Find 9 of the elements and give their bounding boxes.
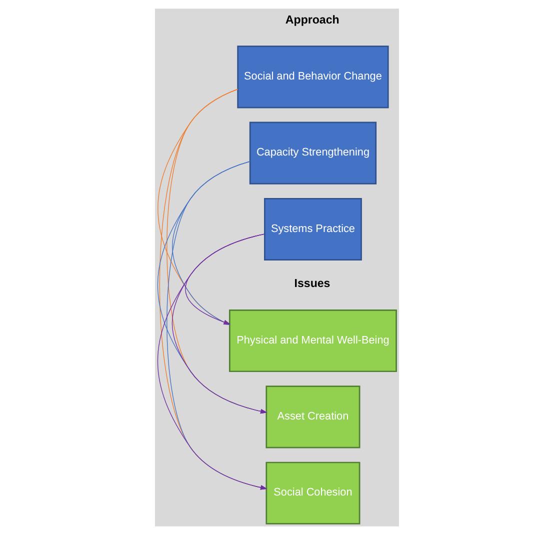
- label: Issues: [294, 278, 330, 290]
- node-box: Social Cohesion: [265, 462, 360, 524]
- node-box: Physical and Mental Well-Being: [228, 310, 396, 372]
- node-box: Social and Behavior Change: [236, 46, 388, 108]
- node-box: Capacity Strengthening: [248, 122, 376, 184]
- node-box: Asset Creation: [265, 386, 360, 448]
- node-box: Systems Practice: [264, 198, 362, 261]
- label: Approach: [284, 14, 339, 26]
- arrow: [156, 234, 267, 490]
